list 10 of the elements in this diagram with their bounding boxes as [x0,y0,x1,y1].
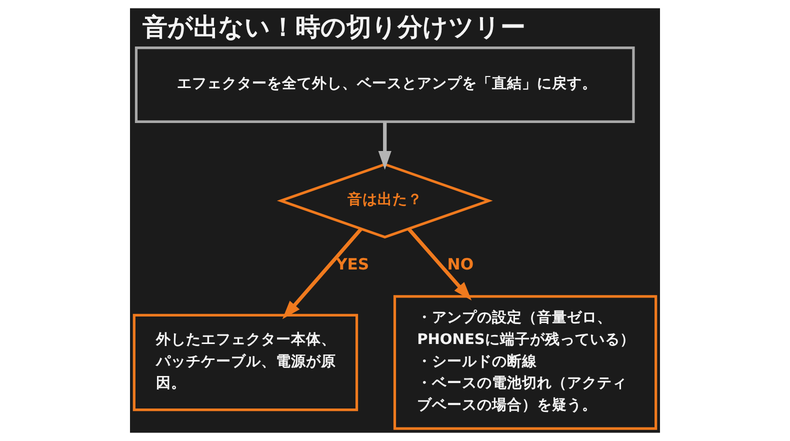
node-box: 外したエフェクター本体、パッチケーブル、電源が原因。 [132,314,358,412]
arrow [378,122,392,170]
arrow [407,228,472,300]
node-diamond: 音は出た？ [276,162,493,239]
node-box: ・アンプの設定（音量ゼロ、PHONESに端子が残っている） ・シールドの断線 ・ベースの電池切れ（アクティブベースの場合）を疑う。 [393,295,658,430]
edge-label: YES [336,255,370,274]
arrow [282,228,362,320]
edge-label: NO [447,255,474,274]
diagram-title: 音が出ない！時の切り分けツリー [142,12,526,42]
node-box: エフェクターを全て外し、ベースとアンプを「直結」に戻す。 [134,46,635,123]
